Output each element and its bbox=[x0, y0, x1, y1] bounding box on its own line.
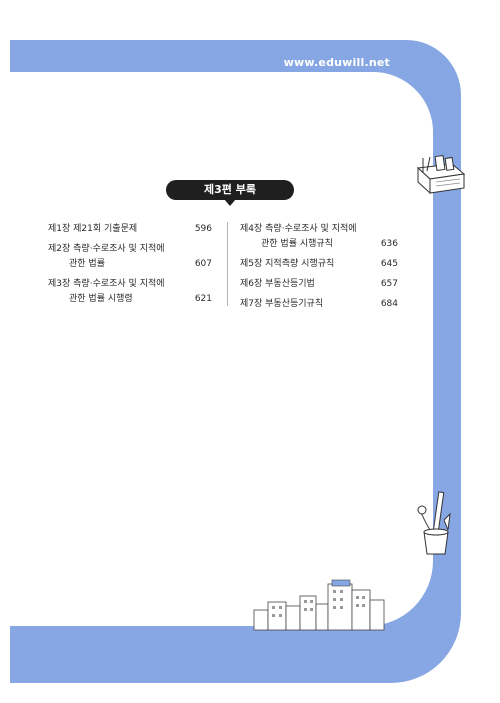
toc-left-column: 제1장 제21회 기출문제 596 제2장 측량·수로조사 및 지적에 관한 법… bbox=[48, 222, 212, 312]
toc-entry-page: 596 bbox=[194, 224, 212, 234]
city-buildings-illustration bbox=[253, 579, 385, 631]
toc-entry-page: 657 bbox=[380, 279, 398, 289]
toc-entry: 제6장 부동산등기법 657 bbox=[240, 277, 398, 292]
toc-entry-title: 제6장 부동산등기법 bbox=[240, 279, 315, 289]
website-url: www.eduwill.net bbox=[283, 56, 390, 69]
toc-entry-title: 제4장 측량·수로조사 및 지적에 bbox=[240, 224, 357, 234]
toc-entry-title: 제7장 부동산등기규칙 bbox=[240, 299, 324, 309]
part-title-badge: 제3편 부록 bbox=[166, 180, 294, 206]
toc-entry: 제7장 부동산등기규칙 684 bbox=[240, 297, 398, 312]
toc-entry-page: 607 bbox=[194, 259, 212, 269]
toc-entry: 제1장 제21회 기출문제 596 bbox=[48, 222, 212, 237]
desk-organizer-icon bbox=[416, 154, 466, 195]
toc-entry-title-cont: 관한 법률 bbox=[69, 259, 105, 269]
content-panel bbox=[10, 72, 433, 626]
toc-entry-page: 621 bbox=[194, 294, 212, 304]
toc-entry-page: 645 bbox=[380, 259, 398, 269]
toc-entry-title-cont: 관한 법률 시행규칙 bbox=[261, 239, 333, 249]
toc-entry: 제2장 측량·수로조사 및 지적에 관한 법률 607 bbox=[48, 242, 212, 272]
toc-entry: 제4장 측량·수로조사 및 지적에 관한 법률 시행규칙 636 bbox=[240, 222, 398, 252]
toc-entry-title: 제1장 제21회 기출문제 bbox=[48, 224, 138, 234]
toc-right-column: 제4장 측량·수로조사 및 지적에 관한 법률 시행규칙 636 제5장 지적측… bbox=[240, 222, 398, 317]
toc-entry-page: 636 bbox=[380, 239, 398, 249]
toc-entry-title: 제2장 측량·수로조사 및 지적에 bbox=[48, 244, 165, 254]
pencil-cup-icon bbox=[417, 491, 451, 555]
toc-entry: 제5장 지적측량 시행규칙 645 bbox=[240, 257, 398, 272]
toc-entry-title: 제3장 측량·수로조사 및 지적에 bbox=[48, 279, 165, 289]
toc-entry: 제3장 측량·수로조사 및 지적에 관한 법률 시행령 621 bbox=[48, 277, 212, 307]
toc-entry-title: 제5장 지적측량 시행규칙 bbox=[240, 259, 335, 269]
column-divider bbox=[227, 222, 228, 306]
toc-entry-title-cont: 관한 법률 시행령 bbox=[69, 294, 133, 304]
toc-entry-page: 684 bbox=[380, 299, 398, 309]
